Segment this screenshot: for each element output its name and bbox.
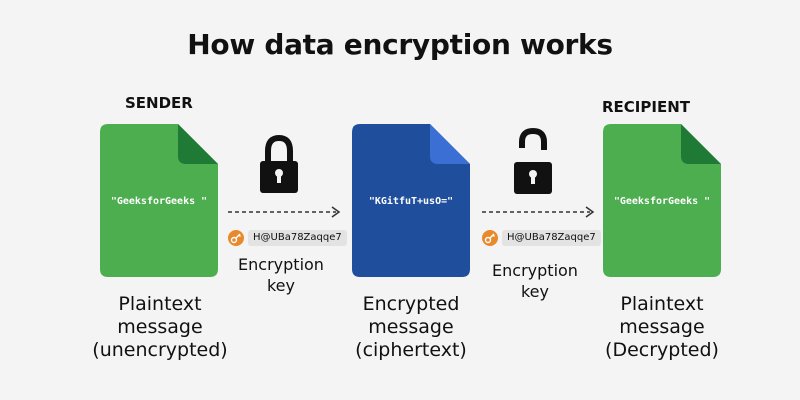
caption-line: Plaintext (620, 293, 704, 315)
decrypted-caption: Plaintext message (Decrypted) (582, 293, 742, 362)
document-icon (352, 124, 470, 277)
dashed-arrow (228, 206, 341, 218)
unlocked-padlock-icon (514, 128, 552, 194)
dashed-arrow (482, 206, 595, 218)
decrypted-document: "GeeksforGeeks " (603, 124, 721, 277)
caption-line: message (117, 316, 203, 338)
key-icon (482, 230, 498, 246)
key-icon (228, 230, 244, 246)
ciphertext-caption: Encrypted message (ciphertext) (331, 293, 491, 362)
recipient-label: RECIPIENT (602, 98, 690, 116)
decrypted-content: "GeeksforGeeks " (613, 196, 711, 207)
ciphertext-document: "KGitfuT+usO=" (352, 124, 470, 277)
ciphertext-content: "KGitfuT+usO=" (368, 196, 454, 207)
locked-padlock-icon (260, 134, 298, 193)
document-icon (603, 124, 721, 277)
caption-line: Encrypted (362, 293, 460, 315)
key-value: H@UBa78Zaqqe7 (248, 230, 347, 246)
caption-line: (Decrypted) (605, 339, 719, 361)
document-icon (100, 124, 218, 277)
plaintext-document: "GeeksforGeeks " (100, 124, 218, 277)
key-label-line: Encryption (492, 261, 578, 280)
key-label-line: Encryption (238, 255, 324, 274)
plaintext-caption: Plaintext message (unencrypted) (80, 293, 240, 362)
sender-label: SENDER (125, 94, 193, 112)
diagram-title: How data encryption works (187, 28, 613, 61)
caption-line: message (619, 316, 705, 338)
key-value: H@UBa78Zaqqe7 (502, 230, 601, 246)
encryption-key-label: Encryption key (221, 254, 341, 296)
caption-line: (ciphertext) (355, 339, 467, 361)
plaintext-content: "GeeksforGeeks " (110, 196, 208, 207)
decryption-key-label: Encryption key (475, 260, 595, 302)
key-label-line: key (266, 276, 295, 295)
key-label-line: key (520, 282, 549, 301)
caption-line: Plaintext (118, 293, 202, 315)
caption-line: (unencrypted) (92, 339, 228, 361)
caption-line: message (368, 316, 454, 338)
